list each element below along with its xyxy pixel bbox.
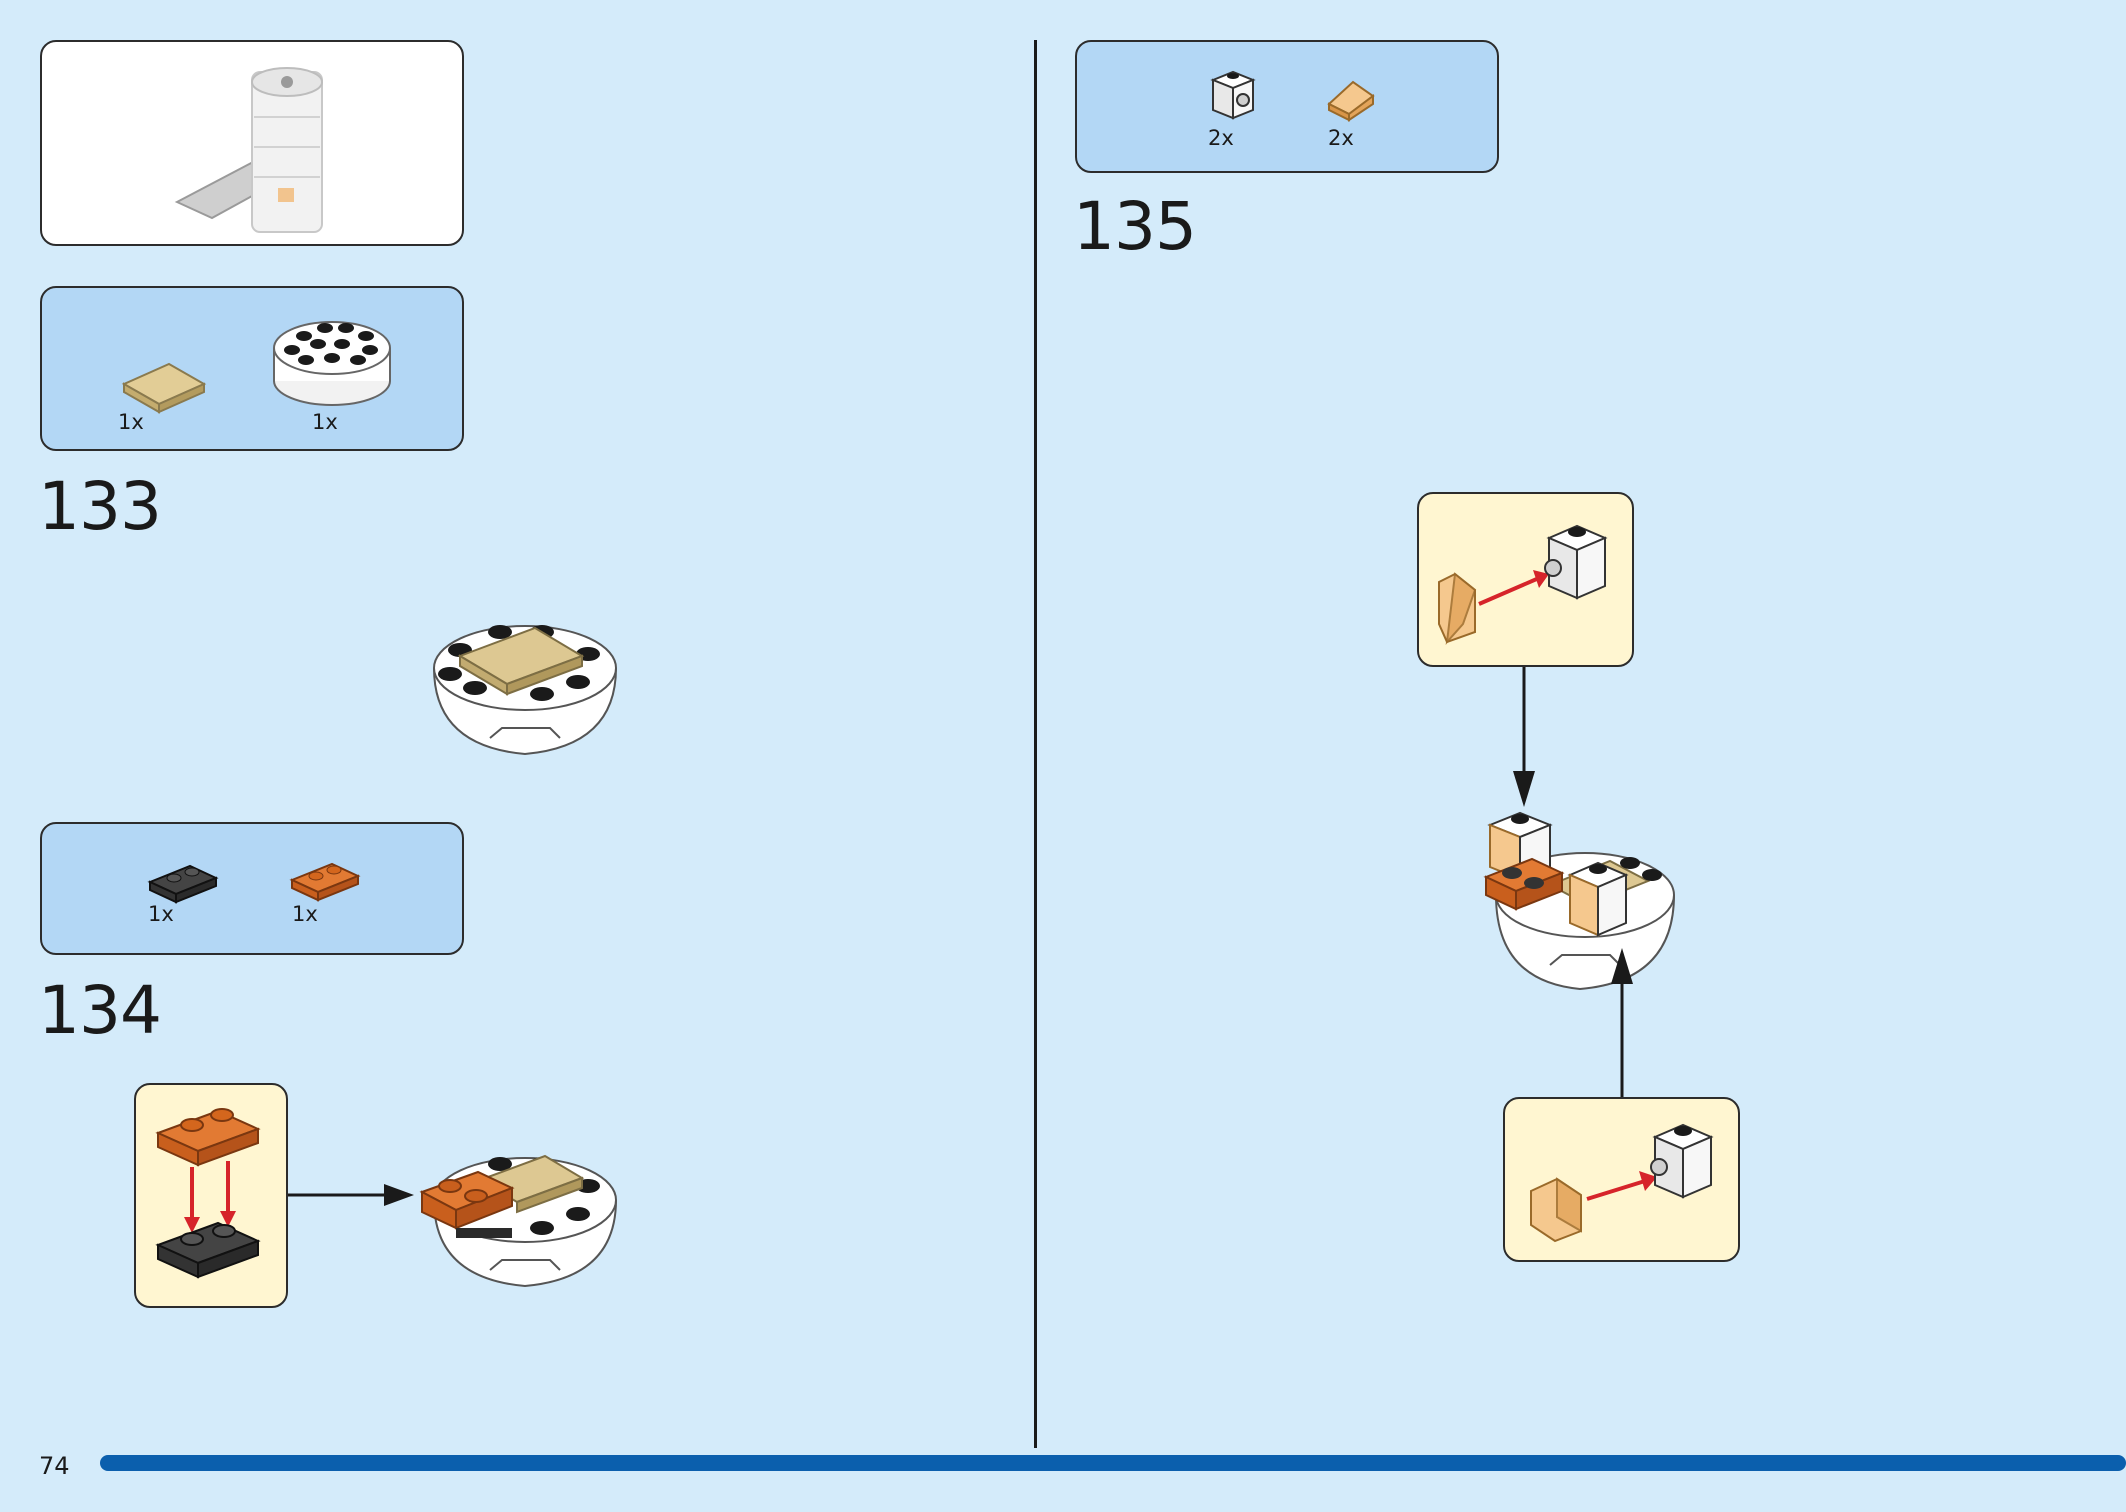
qty-label: 2x [1328, 126, 1354, 150]
arrow-down-icon [1513, 667, 1535, 807]
callout-135-bottom [1503, 1097, 1740, 1262]
callout-135-top [1417, 492, 1634, 667]
qty-label: 1x [118, 410, 144, 434]
qty-label: 1x [312, 410, 338, 434]
slope-to-brick-icon [1438, 524, 1608, 646]
qty-label: 1x [292, 902, 318, 926]
page-divider [1034, 40, 1037, 1448]
parts-list-133: 1x 1x [40, 286, 464, 451]
arrow-right-icon [288, 1184, 414, 1206]
step-number-134: 134 [38, 972, 162, 1049]
model-preview-panel [40, 40, 464, 246]
tan-tile-icon [121, 362, 207, 414]
slope-to-brick-icon [1530, 1123, 1714, 1243]
parts-list-135: 2x 2x [1075, 40, 1499, 173]
parts-list-134: 1x 1x [40, 822, 464, 955]
page-number: 74 [39, 1452, 70, 1480]
progress-bar [100, 1455, 2126, 1471]
round-brick-icon [273, 321, 391, 406]
qty-label: 1x [148, 902, 174, 926]
step-134-assembly [419, 1154, 617, 1288]
tower-preview-icon [174, 67, 323, 233]
step-135-assembly [1483, 811, 1675, 991]
black-plate-icon [147, 864, 219, 904]
qty-label: 2x [1208, 126, 1234, 150]
step-133-assembly [433, 625, 617, 756]
step-number-133: 133 [38, 468, 162, 545]
step-number-135: 135 [1073, 188, 1197, 265]
white-brick-stud-icon [1210, 70, 1256, 120]
trans-orange-slope-icon [1327, 80, 1375, 122]
plate-stacking-icon [155, 1108, 261, 1279]
orange-plate-icon [289, 862, 361, 902]
arrow-up-icon [1611, 948, 1633, 1098]
callout-134 [134, 1083, 288, 1308]
